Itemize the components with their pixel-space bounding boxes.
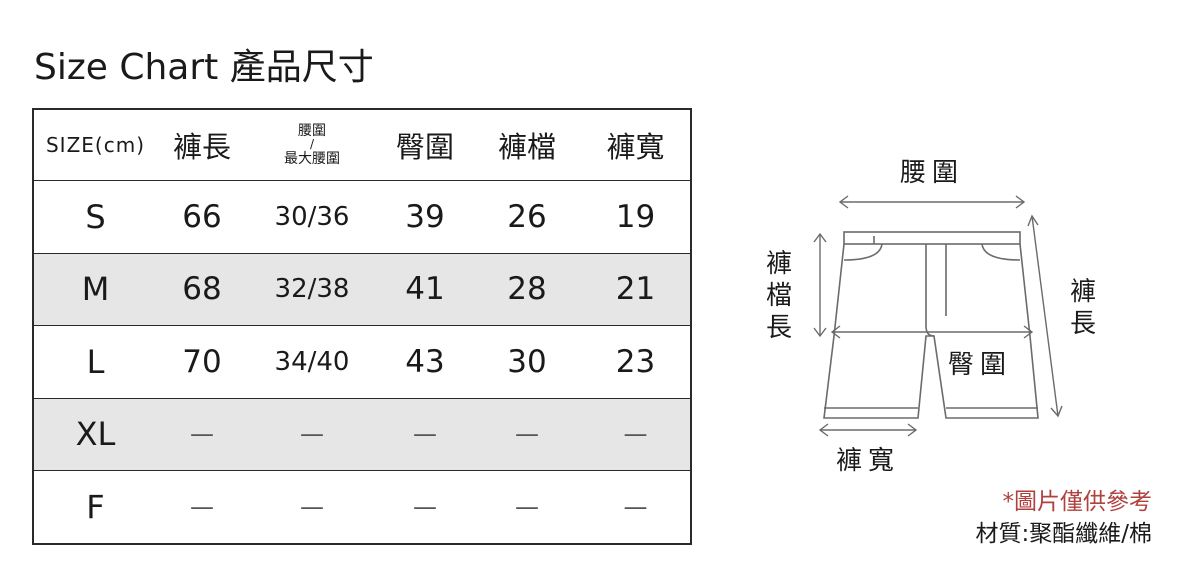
header-waist: 腰圍 / 最大腰圍 xyxy=(247,108,377,181)
cell-waist: 32/38 xyxy=(247,252,377,326)
cell-leg-opening: 19 xyxy=(581,180,691,253)
header-waist-top: 腰圍 xyxy=(298,123,326,140)
cell-rise: — xyxy=(473,470,581,544)
header-length: 褲長 xyxy=(157,108,247,181)
header-size: SIZE(cm) xyxy=(33,108,157,181)
cell-leg-opening: 23 xyxy=(581,325,691,398)
shorts-diagram: 腰圍 褲檔長 褲長 臀圍 褲寬 xyxy=(740,140,1120,480)
table-header-row: SIZE(cm) 褲長 腰圍 / 最大腰圍 臀圍 褲檔 褲寬 xyxy=(33,108,691,181)
hip-label: 臀圍 xyxy=(948,350,1013,380)
cell-rise: 28 xyxy=(473,252,581,326)
cell-size: L xyxy=(33,325,157,398)
rise-label: 褲檔長 xyxy=(765,249,792,343)
length-label: 褲長 xyxy=(1069,277,1096,339)
cell-rise: — xyxy=(473,397,581,471)
waist-label: 腰圍 xyxy=(900,158,965,188)
shorts-outline xyxy=(813,195,1063,437)
cell-size: XL xyxy=(33,397,157,471)
disclaimer-note: *圖片僅供參考 xyxy=(1002,489,1153,515)
length-arrow xyxy=(1031,215,1059,417)
cell-waist: — xyxy=(247,470,377,544)
measurement-arrows xyxy=(813,195,1063,437)
cell-length: — xyxy=(157,470,247,544)
cell-size: M xyxy=(33,252,157,326)
cell-rise: 30 xyxy=(473,325,581,398)
header-waist-bottom: 最大腰圍 xyxy=(284,150,340,167)
cell-length: 70 xyxy=(157,325,247,398)
header-leg-opening: 褲寬 xyxy=(581,108,691,181)
cell-size: S xyxy=(33,180,157,253)
cell-hip: 43 xyxy=(377,325,473,398)
cell-hip: — xyxy=(377,397,473,471)
cell-leg-opening: — xyxy=(581,397,691,471)
cell-waist: 30/36 xyxy=(247,180,377,253)
table-row: F — — — — — xyxy=(33,470,691,544)
table-row: M 68 32/38 41 28 21 xyxy=(33,252,691,326)
cell-hip: — xyxy=(377,470,473,544)
cell-length: 66 xyxy=(157,180,247,253)
cell-leg-opening: — xyxy=(581,470,691,544)
header-rise: 褲檔 xyxy=(473,108,581,181)
cell-hip: 41 xyxy=(377,252,473,326)
cell-waist: — xyxy=(247,397,377,471)
size-chart-table: SIZE(cm) 褲長 腰圍 / 最大腰圍 臀圍 褲檔 褲寬 S 66 30/3… xyxy=(32,108,692,545)
cell-length: — xyxy=(157,397,247,471)
leg-opening-label: 褲寬 xyxy=(836,446,901,476)
cell-size: F xyxy=(33,470,157,544)
cell-waist: 34/40 xyxy=(247,325,377,398)
cell-leg-opening: 21 xyxy=(581,252,691,326)
table-row: S 66 30/36 39 26 19 xyxy=(33,180,691,253)
shorts-body-shape xyxy=(823,243,1039,419)
cell-length: 68 xyxy=(157,252,247,326)
page-title: Size Chart 產品尺寸 xyxy=(34,47,374,88)
waistband-shape xyxy=(843,231,1021,245)
header-waist-slash: / xyxy=(309,137,315,152)
table-row: XL — — — — — xyxy=(33,397,691,471)
table-row: L 70 34/40 43 30 23 xyxy=(33,325,691,398)
cell-rise: 26 xyxy=(473,180,581,253)
material-note: 材質:聚酯纖維/棉 xyxy=(975,521,1153,547)
cell-hip: 39 xyxy=(377,180,473,253)
header-hip: 臀圍 xyxy=(377,108,473,181)
